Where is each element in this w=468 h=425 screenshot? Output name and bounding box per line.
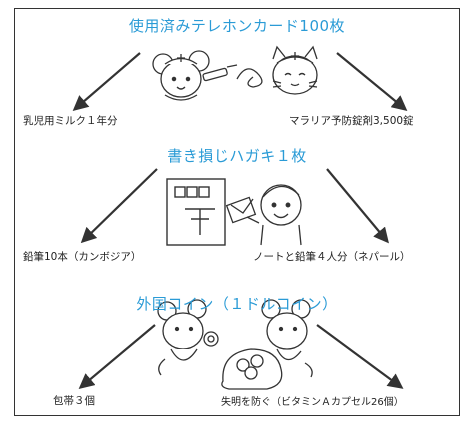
section-3-right-label: 失明を防ぐ（ビタミンＡカプセル26個） — [221, 397, 404, 408]
section-3-heading: 外国コイン（１ドルコイン） — [136, 295, 338, 313]
child-holding-card-icon — [225, 184, 302, 246]
section-2-heading: 書き損じハガキ１枚 — [167, 147, 307, 165]
mouse-with-coin-icon — [157, 299, 219, 376]
section-2-left-label: 鉛筆10本（カンボジア） — [23, 251, 142, 263]
section-3-left-label: 包帯３個 — [53, 395, 95, 407]
arrow-2-left — [80, 168, 158, 244]
section-1-left-label: 乳児用ミルク１年分 — [23, 115, 118, 127]
syringe-icon — [202, 64, 263, 88]
section-2-right-label: ノートと鉛筆４人分（ネパール） — [253, 251, 411, 263]
postcard-icon — [166, 178, 226, 246]
helper-mouse-icon — [261, 299, 313, 378]
section-1-right-label: マラリア予防錠剤3,500錠 — [289, 115, 414, 127]
illustration-layer — [72, 45, 408, 390]
arrow-3-left — [78, 324, 156, 389]
coin-bag-icon — [221, 348, 283, 390]
arrow-1-left — [72, 52, 141, 112]
arrow-1-right — [336, 52, 408, 111]
section-1-heading: 使用済みテレホンカード100枚 — [128, 17, 346, 35]
nurse-mouse-icon — [152, 50, 210, 101]
diagram-frame: 使用済みテレホンカード100枚 乳児用ミルク１年分 マラリア予防錠剤3,500錠… — [14, 8, 460, 416]
nurse-cat-icon — [272, 45, 318, 95]
arrow-3-right — [316, 324, 404, 389]
arrow-2-right — [326, 168, 389, 244]
